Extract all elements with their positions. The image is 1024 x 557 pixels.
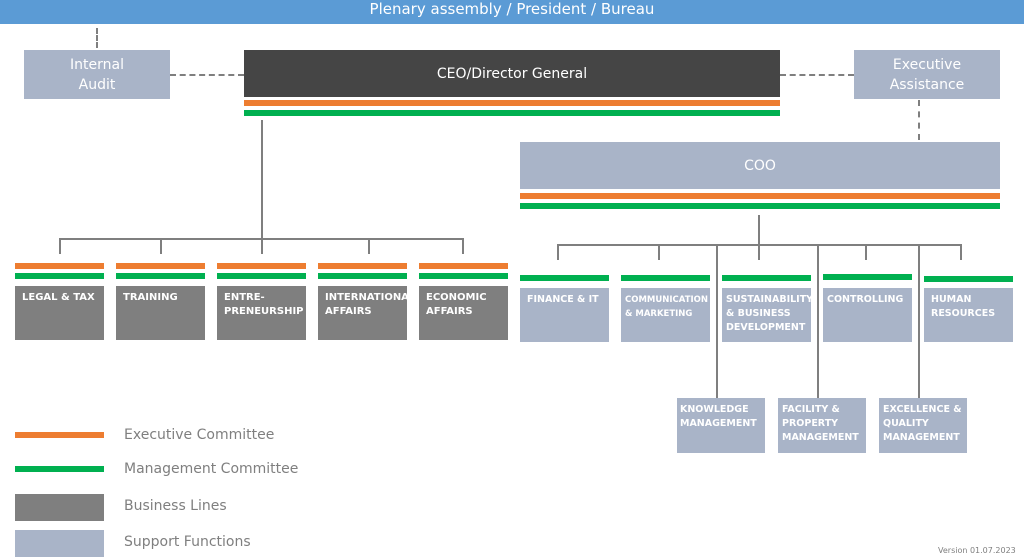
ceo-management-bar bbox=[244, 110, 780, 116]
connector-international bbox=[368, 238, 370, 254]
legend-business-swatch bbox=[15, 494, 104, 521]
controlling-management-bar bbox=[823, 274, 912, 280]
training-executive-bar bbox=[116, 263, 205, 269]
ceo-executive-bar bbox=[244, 100, 780, 106]
economic-management-bar bbox=[419, 273, 508, 279]
connector-sustainability bbox=[758, 244, 760, 260]
international-management-bar bbox=[318, 273, 407, 279]
audit-dashed-connector bbox=[96, 28, 98, 48]
coo-label: COO bbox=[744, 157, 776, 174]
legend-support-swatch bbox=[15, 530, 104, 557]
connector-excellence bbox=[918, 244, 920, 398]
coo-executive-bar bbox=[520, 193, 1000, 199]
coo-vertical-connector bbox=[758, 215, 760, 245]
legend-management-swatch bbox=[15, 466, 104, 472]
ceo-vertical-connector bbox=[261, 120, 263, 240]
coo-management-bar bbox=[520, 203, 1000, 209]
international-executive-bar bbox=[318, 263, 407, 269]
communication-management-bar bbox=[621, 275, 710, 281]
version-label: Version 01.07.2023 bbox=[938, 546, 1016, 555]
internal-audit-box: Internal Audit bbox=[24, 50, 170, 99]
support-human-resources: HUMAN RESOURCES bbox=[924, 288, 1013, 342]
support-controlling: CONTROLLING bbox=[823, 288, 912, 342]
ceo-box: CEO/Director General bbox=[244, 50, 780, 97]
business-line-international-affairs: INTERNATIONAL AFFAIRS bbox=[318, 286, 415, 340]
support-communication-marketing: COMMUNICATION & MARKETING bbox=[621, 288, 710, 342]
training-management-bar bbox=[116, 273, 205, 279]
entrepreneurship-executive-bar bbox=[217, 263, 306, 269]
assistance-coo-dashed-connector bbox=[918, 100, 920, 140]
support-excellence-quality: EXCELLENCE & QUALITY MANAGEMENT bbox=[879, 398, 967, 453]
ceo-assistance-dashed-connector bbox=[780, 74, 854, 76]
legal-management-bar bbox=[15, 273, 104, 279]
support-finance-it: FINANCE & IT bbox=[520, 288, 609, 342]
connector-controlling bbox=[865, 244, 867, 260]
business-line-training: TRAINING bbox=[116, 286, 205, 340]
connector-economic bbox=[462, 238, 464, 254]
ceo-label: CEO/Director General bbox=[436, 65, 588, 82]
header-bar: Plenary assembly / President / Bureau bbox=[0, 0, 1024, 24]
connector-training bbox=[160, 238, 162, 254]
business-line-economic-affairs: ECONOMIC AFFAIRS bbox=[419, 286, 508, 340]
audit-ceo-dashed-connector bbox=[170, 74, 244, 76]
entrepreneurship-management-bar bbox=[217, 273, 306, 279]
header-title: Plenary assembly / President / Bureau bbox=[369, 0, 655, 18]
business-line-legal-tax: LEGAL & TAX bbox=[15, 286, 104, 340]
connector-finance bbox=[557, 244, 559, 260]
legal-executive-bar bbox=[15, 263, 104, 269]
legend-executive-label: Executive Committee bbox=[124, 427, 275, 443]
connector-facility bbox=[817, 244, 819, 398]
connector-hr bbox=[960, 244, 962, 260]
legend-business-label: Business Lines bbox=[124, 498, 227, 514]
legend-executive-swatch bbox=[15, 432, 104, 438]
hr-management-bar bbox=[924, 276, 1013, 282]
support-sustainability: SUSTAINABILITY & BUSINESS DEVELOPMENT bbox=[722, 288, 813, 342]
legend-support-label: Support Functions bbox=[124, 534, 251, 550]
business-line-entrepreneurship: ENTRE- PRENEURSHIP bbox=[217, 286, 306, 340]
support-facility-property: FACILITY & PROPERTY MANAGEMENT bbox=[778, 398, 866, 453]
legend-management-label: Management Committee bbox=[124, 461, 299, 477]
executive-assistance-box: Executive Assistance bbox=[854, 50, 1000, 99]
connector-entrepreneurship bbox=[261, 238, 263, 254]
connector-knowledge bbox=[716, 244, 718, 398]
finance-management-bar bbox=[520, 275, 609, 281]
support-knowledge-management: KNOWLEDGE MANAGEMENT bbox=[677, 398, 765, 453]
economic-executive-bar bbox=[419, 263, 508, 269]
connector-communication bbox=[658, 244, 660, 260]
coo-box: COO bbox=[520, 142, 1000, 189]
connector-legal bbox=[59, 238, 61, 254]
sustainability-management-bar bbox=[722, 275, 811, 281]
